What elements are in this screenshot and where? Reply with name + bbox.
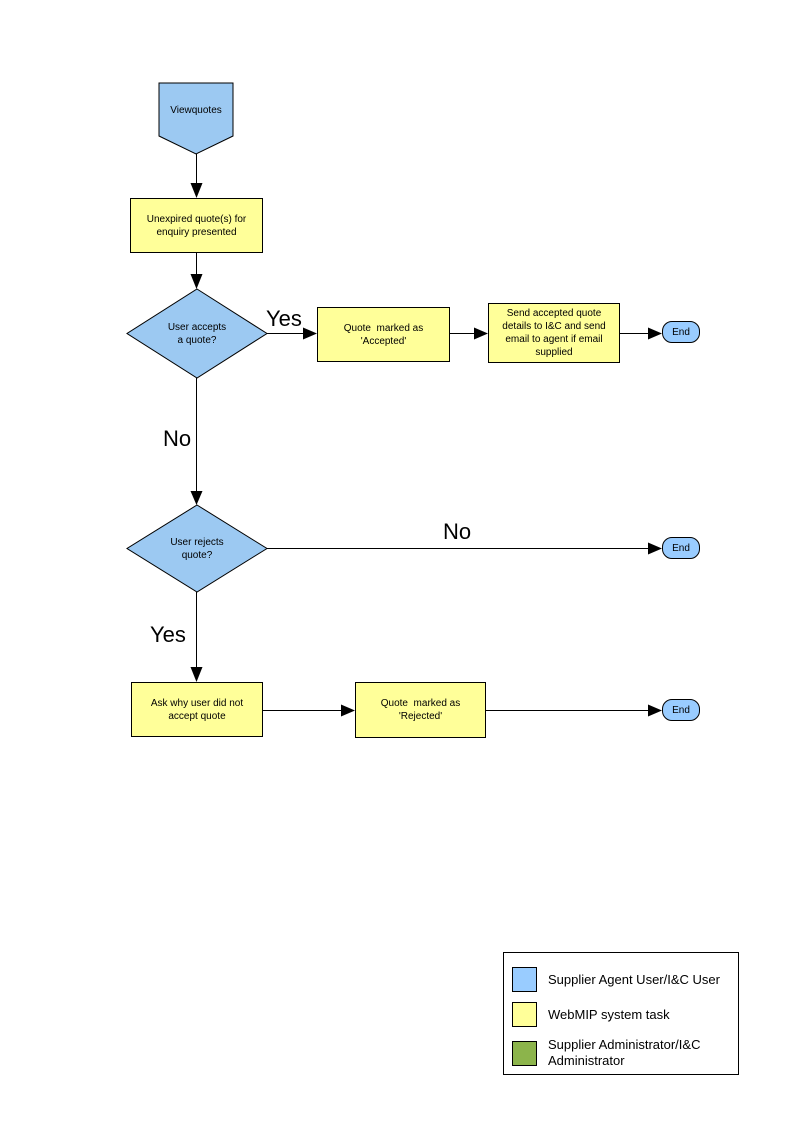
decision-accepts-shape (126, 288, 268, 379)
legend-label-supplier-admin: Supplier Administrator/I&C Administrator (548, 1037, 701, 1068)
legend-chip-green (512, 1040, 537, 1066)
legend-item-supplier-admin: Supplier Administrator/I&C Administrator (512, 1037, 700, 1069)
arrowhead-to-unexpired (190, 183, 203, 198)
legend-item-webmip-task: WebMIP system task (512, 1002, 670, 1027)
legend-chip-yellow (512, 1002, 537, 1027)
arrowhead-to-end1 (648, 327, 662, 340)
arrowhead-to-end3 (648, 704, 662, 717)
legend-box: Supplier Agent User/I&C User WebMIP syst… (503, 952, 739, 1075)
arrowhead-to-rejected (341, 704, 355, 717)
arrowhead-to-end2 (648, 542, 662, 555)
edge-label-yes-rejects: Yes (150, 622, 186, 647)
edge-label-no-rejects: No (443, 519, 472, 544)
task-marked-accepted: Quote marked as 'Accepted' (317, 307, 450, 362)
edges (196, 154, 649, 711)
start-pentagon-shape (158, 82, 234, 155)
arrowhead-to-accepts (190, 274, 203, 289)
legend-label-webmip-task: WebMIP system task (548, 1006, 670, 1022)
arrowhead-to-accepted (303, 327, 317, 340)
arrowheads (190, 183, 662, 717)
arrowhead-to-ask (190, 667, 203, 682)
decision-rejects-shape (126, 504, 268, 593)
end-node-rejected: End (662, 699, 700, 721)
task-marked-rejected: Quote marked as 'Rejected' (355, 682, 486, 738)
task-ask-why: Ask why user did not accept quote (131, 682, 263, 737)
legend-label-supplier-agent: Supplier Agent User/I&C User (548, 971, 720, 987)
legend-chip-blue (512, 967, 537, 992)
task-send-details: Send accepted quote details to I&C and s… (488, 303, 620, 363)
end-node-not-rejected: End (662, 537, 700, 559)
legend-item-supplier-agent: Supplier Agent User/I&C User (512, 967, 720, 992)
edge-label-no-accepts: No (163, 426, 192, 451)
end-node-accepted: End (662, 321, 700, 343)
task-unexpired-quotes: Unexpired quote(s) for enquiry presented (130, 198, 263, 253)
arrowhead-to-rejects (190, 491, 203, 505)
edge-label-yes-accepts: Yes (266, 306, 302, 331)
arrowhead-to-send (474, 327, 488, 340)
